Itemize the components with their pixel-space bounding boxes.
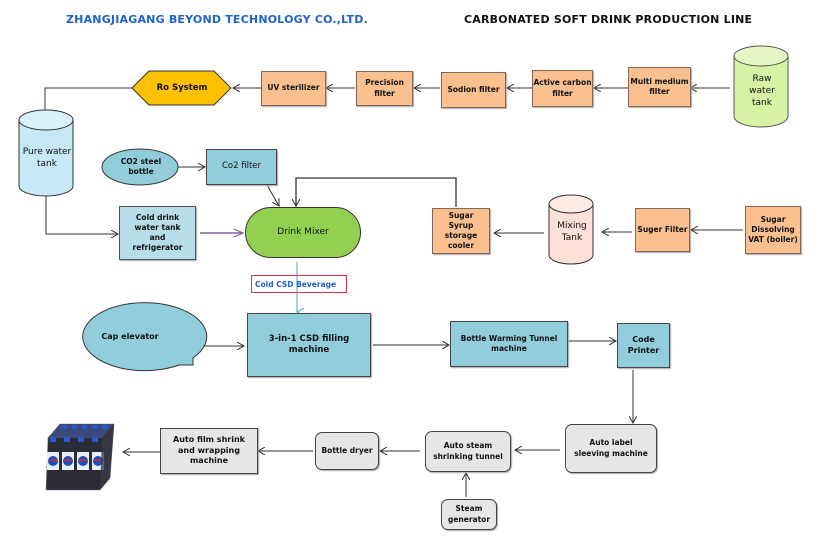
sugar-dissolving-vat[interactable]: Sugar Dissolving VAT (boiler) — [745, 206, 801, 254]
3-in-1-csd-filling-machine[interactable]: 3-in-1 CSD filling machine — [247, 313, 371, 377]
raw-water-tank-shape — [733, 45, 789, 128]
company-name: ZHANGJIAGANG BEYOND TECHNOLOGY CO.,LTD. — [66, 13, 368, 26]
multi-medium-filter[interactable]: Multi medium filter — [628, 67, 691, 107]
arrow-ro-to-pure-tank — [45, 87, 132, 117]
ro-system[interactable]: Ro System — [156, 82, 208, 93]
bottle-warming-tunnel-machine[interactable]: Bottle Warming Tunnel machine — [450, 321, 568, 367]
bottle-dryer[interactable]: Bottle dryer — [315, 432, 379, 470]
co2-steel-bottle[interactable]: CO2 steel bottle — [120, 156, 162, 176]
uv-sterilizer[interactable]: UV sterilizer — [261, 71, 326, 106]
sodion-filter[interactable]: Sodion filter — [441, 72, 506, 108]
cold-drink-water-tank[interactable]: Cold drink water tank and refrigerator — [119, 206, 196, 260]
auto-film-shrink-wrapping-machine[interactable]: Auto film shrink and wrapping machine — [160, 428, 258, 474]
suger-filter[interactable]: Suger Filter — [635, 208, 690, 252]
arrow-pure-tank-to-cold — [45, 192, 118, 234]
cold-csd-beverage-label: Cold CSD Beverage — [251, 275, 347, 293]
code-printer[interactable]: Code Printer — [617, 323, 670, 368]
raw-water-tank[interactable]: Raw water tank — [749, 73, 775, 109]
pure-water-tank-shape — [18, 109, 74, 197]
cap-elevator-shape — [82, 302, 208, 372]
auto-label-sleeving-machine[interactable]: Auto label sleeving machine — [565, 424, 657, 473]
precision-filter[interactable]: Precision filter — [356, 71, 413, 106]
arrow-syrup-to-mixer — [296, 177, 457, 207]
co2-bottle-shape — [101, 148, 179, 186]
diagram-title: CARBONATED SOFT DRINK PRODUCTION LINE — [464, 13, 753, 26]
auto-steam-shrinking-tunnel[interactable]: Auto steam shrinking tunnel — [425, 431, 511, 472]
packed-cola-bottles-image — [45, 423, 115, 491]
pure-water-tank[interactable]: Pure water tank — [22, 146, 72, 169]
arrow-co2-filter-to-mixer — [266, 184, 279, 206]
drink-mixer[interactable]: Drink Mixer — [245, 207, 361, 258]
mixing-tank[interactable]: Mixing Tank — [557, 220, 587, 243]
ro-system-shape — [131, 70, 232, 106]
mixing-tank-shape — [548, 194, 594, 265]
active-carbon-filter[interactable]: Active carbon filter — [532, 70, 593, 107]
co2-filter[interactable]: Co2 filter — [206, 149, 277, 185]
cap-elevator[interactable]: Cap elevator — [101, 331, 159, 341]
sugar-syrup-storage-cooler[interactable]: Sugar Syrup storage cooler — [432, 208, 490, 254]
steam-generator[interactable]: Steam generator — [441, 499, 497, 530]
